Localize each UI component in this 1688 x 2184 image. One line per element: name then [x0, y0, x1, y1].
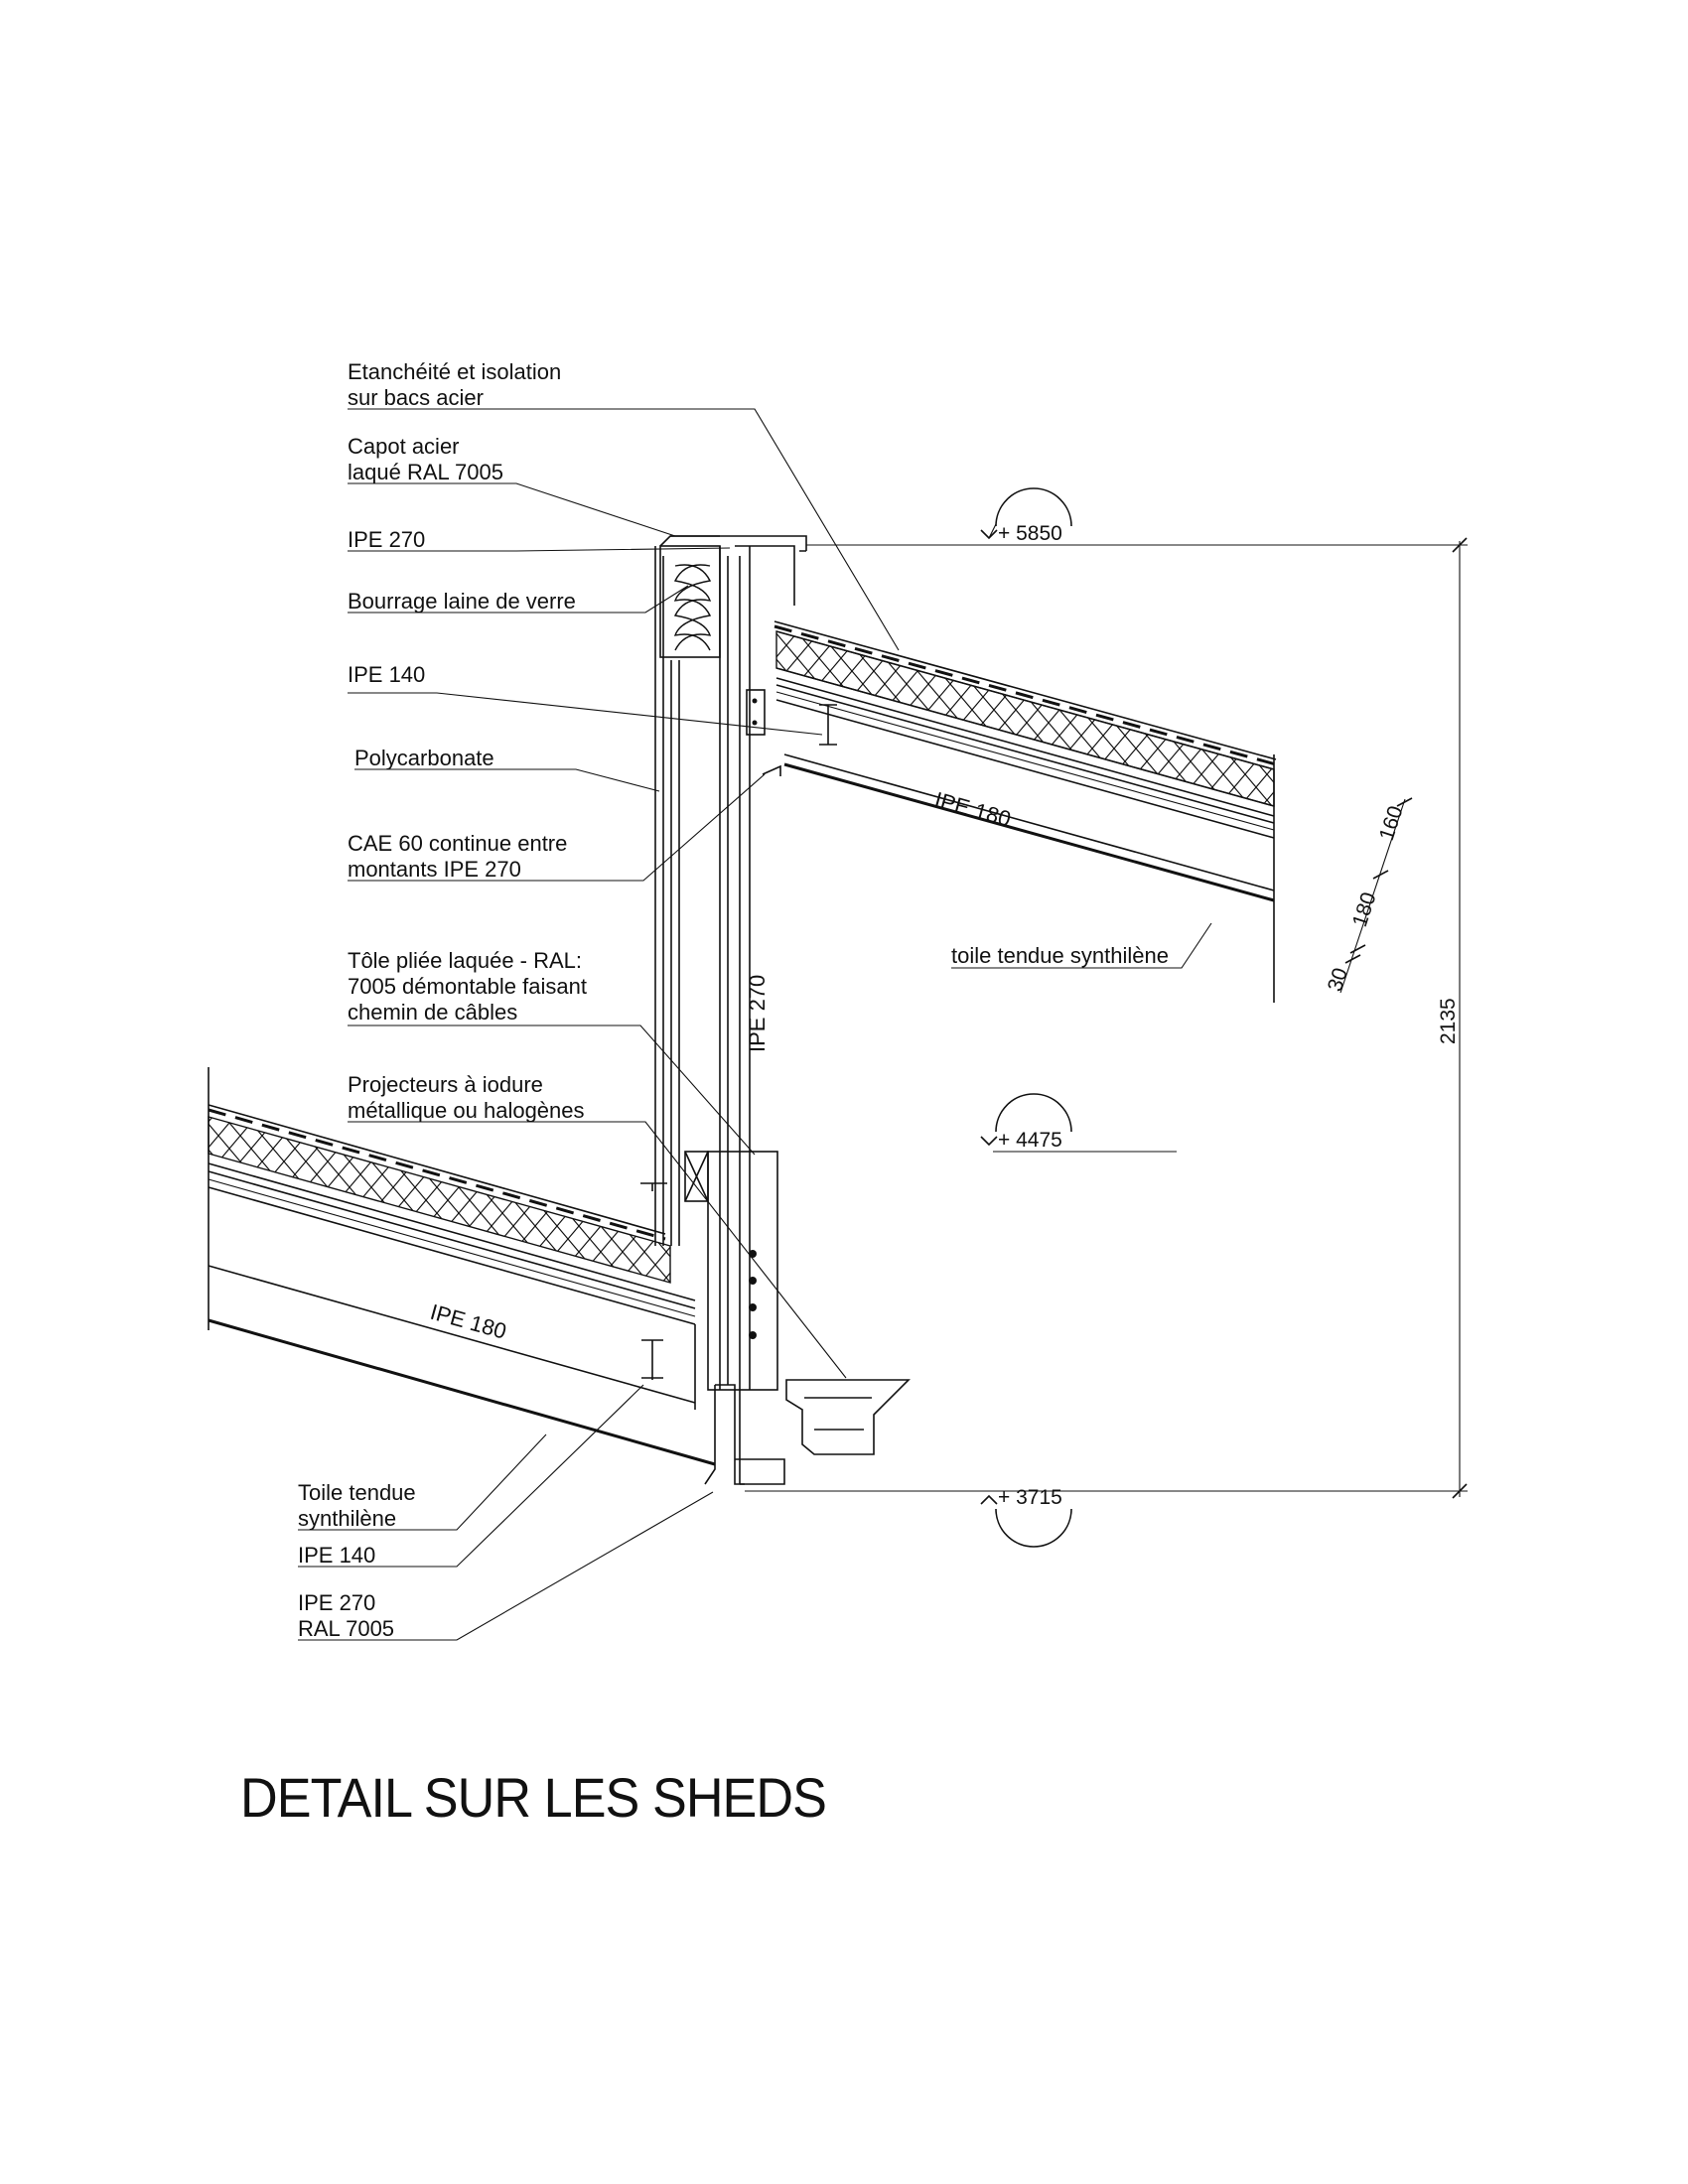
callout-toile-left: Toile tendue synthilène [298, 1480, 416, 1531]
vertical-post [640, 535, 911, 1485]
label-cae60-line2: montants IPE 270 [348, 857, 521, 882]
level-bottom-text: + 3715 [998, 1486, 1062, 1509]
label-etancheite-line2: sur bacs acier [348, 385, 484, 410]
dim-160-text: 160 [1375, 803, 1408, 843]
level-top-text: + 5850 [998, 522, 1062, 545]
beam-label-ipe270-vertical: IPE 270 [745, 975, 770, 1052]
level-middle-text: + 4475 [998, 1129, 1062, 1152]
label-ipe270-bottom-line2: RAL 7005 [298, 1616, 394, 1641]
level-marker-bottom: + 3715 [980, 1486, 1072, 1548]
label-projecteurs-line2: métallique ou halogènes [348, 1098, 585, 1123]
label-ipe270-top: IPE 270 [348, 527, 425, 552]
callout-capot: Capot acier laqué RAL 7005 [348, 434, 503, 484]
label-projecteurs-line1: Projecteurs à iodure [348, 1072, 543, 1097]
label-ipe270-bottom-line1: IPE 270 [298, 1590, 375, 1615]
label-bourrage: Bourrage laine de verre [348, 589, 576, 614]
beam-label-ipe180-upper: IPE 180 [932, 787, 1014, 832]
dim-180-text: 180 [1348, 889, 1381, 929]
level-lines [745, 544, 1468, 1492]
upper-roof-assembly [762, 620, 1277, 1003]
layer-dimensions: 30 180 160 [1324, 797, 1413, 995]
label-etancheite-line1: Etanchéité et isolation [348, 359, 561, 384]
callout-projecteurs: Projecteurs à iodure métallique ou halog… [348, 1072, 585, 1123]
lower-roof-assembly [208, 1067, 716, 1466]
overall-dimension: 2135 [1437, 537, 1468, 1499]
callout-tole: Tôle pliée laquée - RAL: 7005 démontable… [348, 948, 587, 1024]
label-toile-right: toile tendue synthilène [951, 943, 1169, 968]
label-tole-line2: 7005 démontable faisant [348, 974, 587, 999]
callout-cae60: CAE 60 continue entre montants IPE 270 [348, 831, 567, 882]
label-ipe140-top: IPE 140 [348, 662, 425, 687]
drawing-title: DETAIL SUR LES SHEDS [240, 1766, 826, 1829]
label-polycarbonate: Polycarbonate [354, 746, 494, 770]
level-marker-middle: + 4475 [980, 1093, 1072, 1152]
label-toile-left-line1: Toile tendue [298, 1480, 416, 1505]
label-tole-line1: Tôle pliée laquée - RAL: [348, 948, 582, 973]
leader-lines [298, 408, 1212, 1641]
label-capot-line1: Capot acier [348, 434, 460, 459]
label-ipe140-bottom: IPE 140 [298, 1543, 375, 1568]
callout-ipe270-bottom: IPE 270 RAL 7005 [298, 1590, 394, 1641]
callout-etancheite: Etanchéité et isolation sur bacs acier [348, 359, 561, 410]
overall-dimension-text: 2135 [1437, 998, 1460, 1044]
label-toile-left-line2: synthilène [298, 1506, 396, 1531]
label-capot-line2: laqué RAL 7005 [348, 460, 503, 484]
label-cae60-line1: CAE 60 continue entre [348, 831, 567, 856]
beam-label-ipe180-lower: IPE 180 [428, 1299, 509, 1344]
level-marker-top: + 5850 [980, 487, 1072, 545]
label-tole-line3: chemin de câbles [348, 1000, 517, 1024]
